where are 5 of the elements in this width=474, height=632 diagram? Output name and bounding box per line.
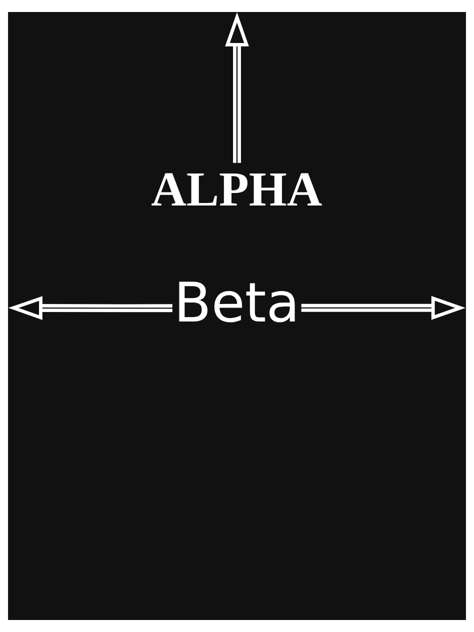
- arrow: [8, 296, 172, 320]
- node-text: Beta: [174, 270, 300, 334]
- node-text: ALPHA: [151, 161, 322, 216]
- arrow: [301, 296, 466, 320]
- arrow: [225, 12, 249, 163]
